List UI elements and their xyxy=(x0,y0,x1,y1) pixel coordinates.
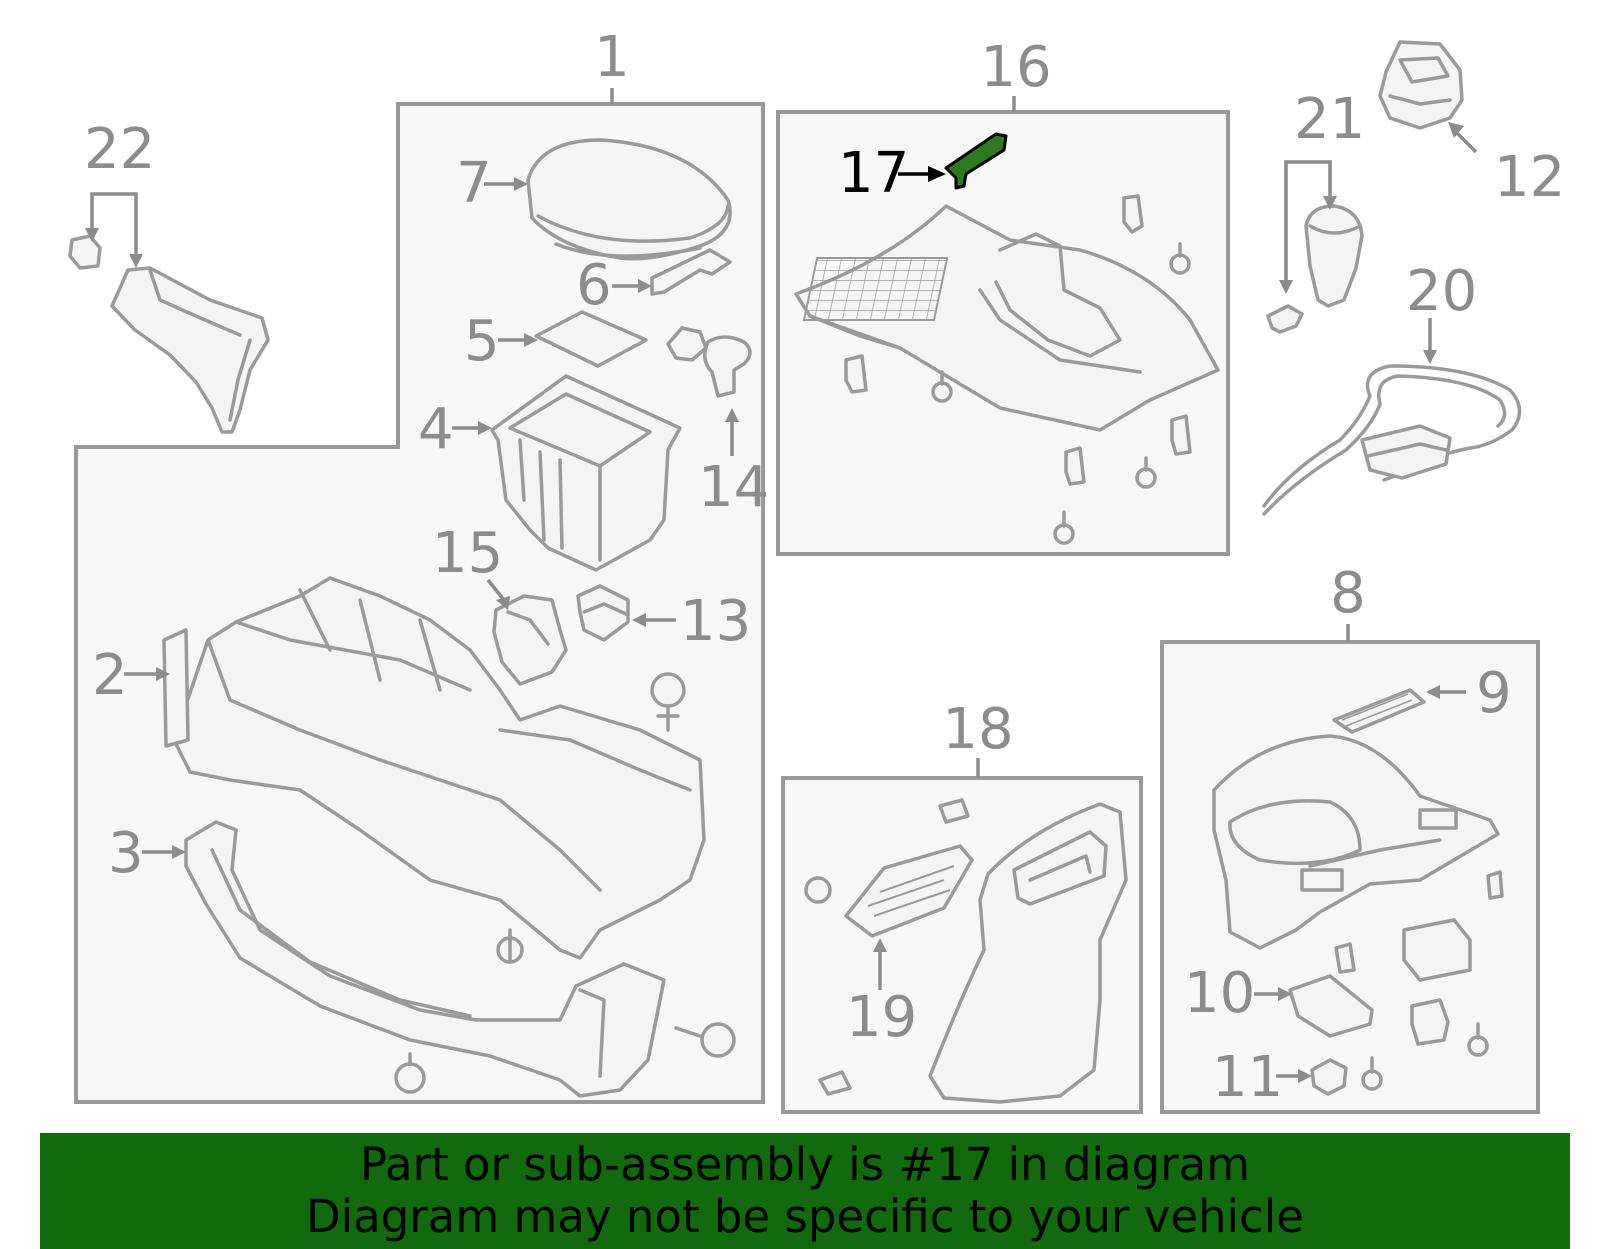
callout-2: 2 xyxy=(92,643,128,708)
part-22-side-trim xyxy=(68,234,270,434)
callout-9: 9 xyxy=(1476,661,1512,726)
part-19-vent xyxy=(804,798,974,1096)
part-5-mat xyxy=(534,310,648,368)
callout-22-leader xyxy=(85,192,143,268)
console-fasteners xyxy=(394,672,736,1094)
part-17-highlighted xyxy=(944,132,1008,190)
callout-8: 8 xyxy=(1330,561,1366,626)
callout-3: 3 xyxy=(108,821,144,886)
part-13-switch xyxy=(576,584,630,642)
part-16-shift-panel xyxy=(794,204,1220,432)
part-21-shift-knob xyxy=(1266,204,1364,334)
callout-10: 10 xyxy=(1184,961,1255,1026)
part-2-console-body xyxy=(162,576,706,960)
callout-leaders xyxy=(124,88,1466,1083)
cup-holder-fasteners xyxy=(1334,870,1504,1091)
part-14-clip xyxy=(666,326,752,398)
part-18-rear-panel xyxy=(928,802,1128,1104)
callout-19-leader xyxy=(873,938,887,990)
banner-line-1: Part or sub-assembly is #17 in diagram xyxy=(359,1138,1251,1191)
part-9-grille xyxy=(1332,688,1426,734)
callout-18: 18 xyxy=(942,697,1013,762)
callout-4: 4 xyxy=(418,397,454,462)
shift-panel-clips xyxy=(844,194,1192,545)
callout-21-leader xyxy=(1279,160,1337,294)
callout-15: 15 xyxy=(432,521,503,586)
callout-7: 7 xyxy=(456,151,492,216)
callout-12-leader xyxy=(1448,122,1478,154)
callout-5: 5 xyxy=(464,309,500,374)
callout-labels: 1 2 3 4 5 6 7 8 9 10 11 12 13 14 15 16 1… xyxy=(84,25,1565,1110)
callout-6: 6 xyxy=(576,253,612,318)
callout-1: 1 xyxy=(594,25,630,90)
part-4-storage-box xyxy=(490,374,682,572)
part-12-switch-module xyxy=(1378,40,1464,130)
callout-13: 13 xyxy=(680,589,751,654)
part-3-rail xyxy=(184,820,666,1098)
callout-17: 17 xyxy=(838,141,909,206)
part-11-clip xyxy=(1310,1058,1348,1096)
callout-11: 11 xyxy=(1212,1045,1283,1110)
banner-line-2: Diagram may not be specific to your vehi… xyxy=(306,1190,1304,1243)
callout-17-leader xyxy=(898,166,946,182)
callout-21: 21 xyxy=(1294,87,1365,152)
info-banner: Part or sub-assembly is #17 in diagram D… xyxy=(40,1133,1570,1249)
part-6-hinge xyxy=(650,248,732,296)
callout-22: 22 xyxy=(84,117,155,182)
callout-16: 16 xyxy=(980,35,1051,100)
part-20-cable xyxy=(1262,364,1522,516)
callout-20: 20 xyxy=(1406,259,1477,324)
callout-14: 14 xyxy=(698,455,769,520)
callout-20-leader xyxy=(1423,318,1437,364)
part-15-bracket xyxy=(492,594,568,686)
callout-19: 19 xyxy=(846,985,917,1050)
part-10-bracket xyxy=(1288,974,1374,1038)
callout-12: 12 xyxy=(1494,145,1565,210)
part-8-cup-holder xyxy=(1212,734,1500,950)
part-7-armrest-lid xyxy=(526,138,732,261)
